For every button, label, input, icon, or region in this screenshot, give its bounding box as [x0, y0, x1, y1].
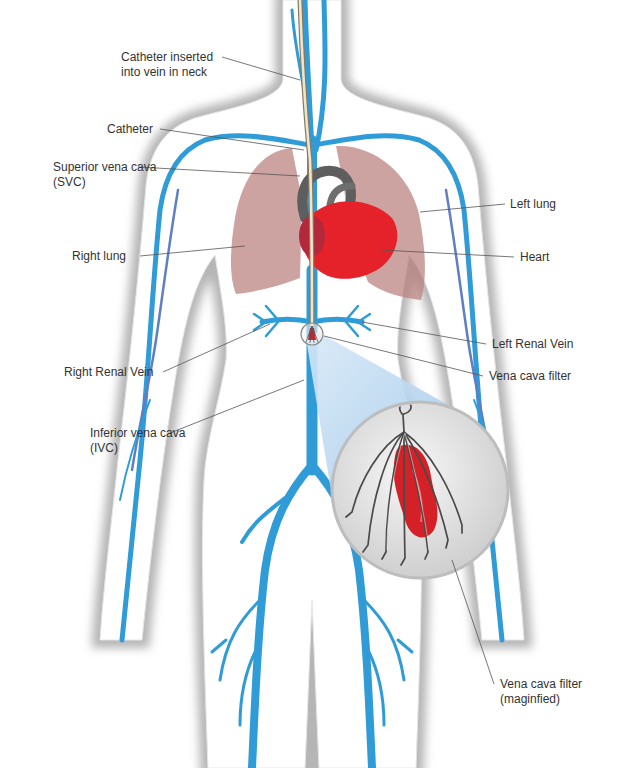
leader-line [452, 560, 494, 684]
filter-wire-highlight [387, 433, 405, 550]
part-label: Left lung [510, 197, 556, 212]
catheter-line [300, 0, 312, 326]
jugular-vein [316, 0, 325, 150]
part-label: Vena cava filter (maginfied) [500, 677, 600, 707]
leader-lines [138, 57, 514, 684]
lung-shape [231, 148, 302, 294]
leg-branch-vein [212, 600, 260, 725]
filter-small [306, 326, 318, 343]
part-label: Right lung [72, 249, 126, 264]
renal-branch [346, 306, 370, 336]
body-silhouette [100, 0, 524, 768]
part-label: Catheter inserted into vein in neck [121, 50, 233, 80]
part-label: Catheter [107, 122, 153, 137]
filter-leg [401, 432, 405, 565]
part-label: Left Renal Vein [492, 337, 573, 352]
filter-leg [404, 432, 462, 533]
leg-branch-vein [364, 600, 412, 725]
leader-line [138, 167, 300, 176]
part-label: Heart [520, 250, 549, 265]
filter-marker-circle [301, 323, 323, 345]
renal-vein [262, 319, 312, 322]
filter-magnified [346, 402, 462, 565]
renal-branch [254, 306, 278, 336]
leader-line [170, 380, 304, 433]
filter-wire-highlight [405, 433, 429, 550]
filter-hook [400, 402, 411, 414]
iliac-branch [242, 498, 285, 542]
body-outline [100, 0, 524, 768]
part-label: Right Renal Vein [64, 365, 153, 380]
filter-leg [346, 432, 404, 517]
catheter-line [300, 0, 312, 326]
filter-rod [403, 414, 404, 432]
leader-line [382, 250, 514, 257]
part-label: Vena cava filter [489, 369, 571, 384]
part-label: Superior vena cava (SVC) [53, 160, 163, 190]
filter-leg [404, 432, 448, 548]
leader-line [362, 322, 486, 344]
leader-line [324, 336, 483, 376]
leader-line [222, 57, 300, 80]
leader-line [420, 204, 505, 212]
body-shadow [100, 0, 524, 768]
magnifier-lens [332, 402, 508, 578]
leader-line [160, 129, 304, 150]
filter-wires [346, 402, 462, 565]
leader-line [163, 324, 270, 372]
part-label: Inferior vena cava (IVC) [90, 426, 195, 456]
leader-line [140, 246, 245, 256]
renal-vein [312, 319, 362, 322]
arm-branch-vein [120, 400, 150, 500]
filter-leg [382, 432, 404, 559]
vein-network [120, 0, 504, 768]
filter-wire-highlight [387, 433, 429, 550]
iliac-leg-vein [252, 465, 312, 768]
arm-vein [122, 136, 310, 640]
